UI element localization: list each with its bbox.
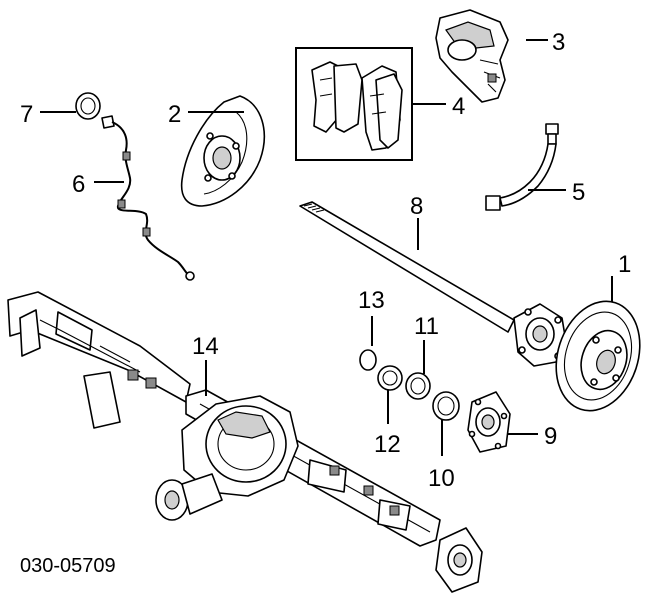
callout-9: 9 [544, 423, 557, 450]
callout-10: 10 [428, 465, 455, 492]
callout-labels: 1 2 3 4 5 6 7 8 9 10 11 12 13 14 [20, 29, 631, 492]
callout-12: 12 [374, 431, 401, 458]
part-2-backing-plate [180, 95, 266, 207]
callout-3: 3 [552, 29, 565, 56]
callout-1: 1 [618, 251, 631, 278]
part-8-axle-shaft [299, 201, 567, 367]
part-6-abs-sensor [101, 115, 195, 281]
callout-14: 14 [192, 333, 219, 360]
part-1-brake-rotor [555, 300, 641, 412]
leader-lines [40, 39, 613, 456]
part-7-sensor-ring [75, 92, 101, 120]
callout-8: 8 [410, 193, 423, 220]
part-12-bearing [377, 365, 403, 391]
part-11-bearing [405, 372, 431, 400]
part-4-brake-pads [295, 47, 413, 161]
part-5-brake-hose [485, 123, 559, 211]
part-10-bearing [432, 391, 460, 421]
part-9-retainer-plate [467, 391, 511, 453]
callout-4: 4 [452, 93, 465, 120]
callout-2: 2 [168, 101, 181, 128]
callout-11: 11 [414, 313, 439, 340]
callout-13: 13 [358, 287, 385, 314]
callout-7: 7 [20, 101, 33, 128]
callout-5: 5 [572, 179, 585, 206]
diagram-code: 030-05709 [20, 555, 116, 577]
part-3-caliper [435, 9, 509, 103]
callout-6: 6 [72, 171, 85, 198]
part-13-seal [359, 349, 377, 371]
part-14-axle-housing [7, 291, 483, 593]
